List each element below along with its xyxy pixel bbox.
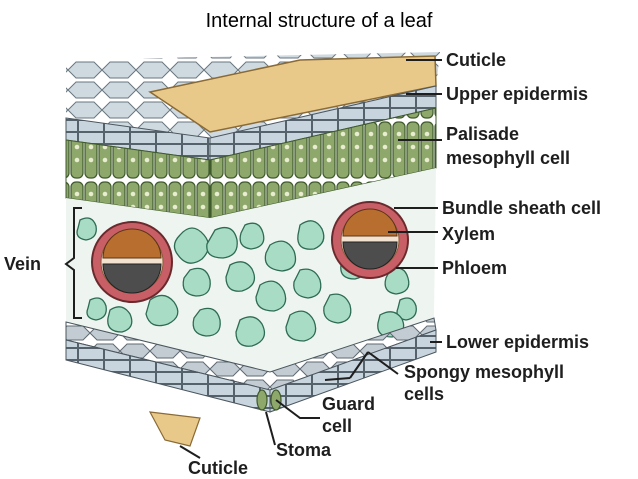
vein-right — [331, 201, 409, 279]
cuticle-bottom-flap — [148, 411, 201, 447]
label-guard-line-2: cell — [322, 416, 352, 436]
vein-bracket — [64, 207, 82, 319]
label-xylem: Xylem — [442, 224, 495, 244]
label-stoma: Stoma — [276, 440, 332, 460]
label-bundle-sheath: Bundle sheath cell — [442, 198, 601, 218]
phloem-left — [102, 263, 162, 294]
label-phloem: Phloem — [442, 258, 507, 278]
label-spongy-line-2: cells — [404, 384, 444, 404]
label-palisade-line-2: mesophyll cell — [446, 148, 570, 168]
phloem-right — [342, 241, 398, 270]
cuticle-flap — [148, 55, 437, 133]
xylem-right — [342, 208, 398, 237]
label-guard-line-1: Guard — [322, 394, 375, 414]
lower-epidermis-right — [269, 329, 437, 413]
label-lower-epidermis: Lower epidermis — [446, 332, 589, 352]
label-cuticle-bottom: Cuticle — [188, 458, 248, 478]
label-upper-epidermis: Upper epidermis — [446, 84, 588, 104]
label-spongy-line-1: Spongy mesophyll — [404, 362, 564, 382]
xylem-left — [102, 228, 162, 259]
leader-lines — [179, 59, 442, 459]
slide-title: Internal structure of a leaf — [205, 10, 433, 32]
label-palisade-line-1: Palisade — [446, 124, 519, 144]
label-cuticle-top: Cuticle — [446, 50, 506, 70]
vein-left — [91, 221, 173, 303]
label-vein: Vein — [4, 254, 41, 274]
spongy-mesophyll-cells — [76, 217, 417, 347]
